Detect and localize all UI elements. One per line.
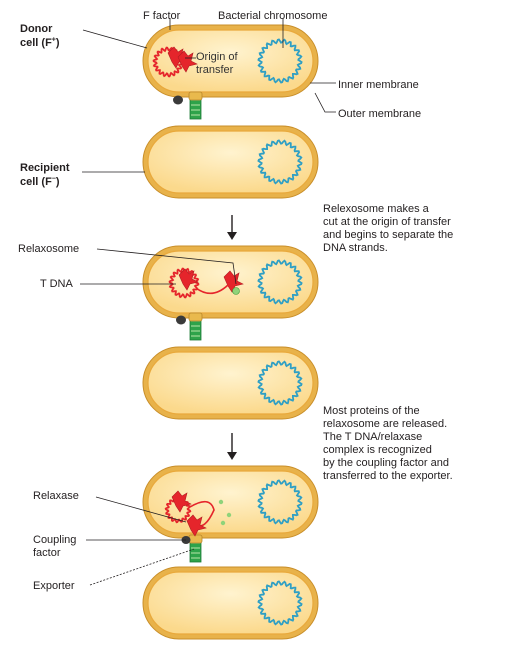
- overlay-layer: [80, 18, 336, 586]
- step2-caption: Relexosome makes a cut at the origin of …: [323, 203, 453, 255]
- step3-caption-line: by the coupling factor and: [323, 457, 449, 469]
- donor-leader: [82, 29, 148, 49]
- f-factor-plasmid-2: [168, 267, 200, 299]
- step2-caption-line: cut at the origin of transfer: [323, 216, 451, 228]
- protein-blob-2: [176, 315, 186, 325]
- relaxase-leader: [95, 496, 187, 523]
- bacterial-chromosome: [257, 139, 303, 185]
- inner-membrane-label: Inner membrane: [338, 79, 419, 91]
- relaxase-label: Relaxase: [33, 490, 79, 502]
- relaxosome-leader: [96, 248, 237, 285]
- origin-of-transfer-label: Origin of transfer: [196, 51, 238, 76]
- inner-membrane: [147, 29, 314, 93]
- step3-caption-line: Most proteins of the: [323, 405, 420, 417]
- step3-caption-line: transferred to the exporter.: [323, 470, 453, 482]
- released-protein-dot: [218, 499, 224, 505]
- coupling-factor-2: [188, 312, 203, 322]
- step2-caption-line: and begins to separate the: [323, 229, 454, 241]
- relaxosome-2: [178, 268, 199, 291]
- step2-caption-line: DNA strands.: [323, 242, 388, 254]
- relaxase-3a: [171, 490, 192, 513]
- recipient-cell-3: [142, 566, 319, 640]
- bacterial-chromosome: [257, 580, 303, 626]
- bacterial-chromosome: [257, 479, 303, 525]
- coupling-factor-1: [188, 91, 203, 101]
- cells-layer: [142, 24, 319, 640]
- donor-cell-1: [142, 24, 319, 98]
- step2-caption-line: Relexosome makes a: [323, 203, 429, 215]
- released-protein-dot: [220, 520, 226, 526]
- exporter-leader: [89, 548, 195, 586]
- released-protein-dot: [226, 512, 232, 518]
- coupling-factor-3: [188, 534, 203, 544]
- relaxase-3: [186, 514, 207, 537]
- recipient-cell-1: [142, 125, 319, 199]
- donor-label: Donor cell (F+): [20, 23, 60, 49]
- inner-membrane: [147, 130, 314, 194]
- protein-blob-1: [173, 95, 183, 105]
- inner-membrane: [147, 470, 314, 534]
- bacterial-chromosome-label: Bacterial chromosome: [218, 10, 328, 22]
- step-arrow-2: [227, 433, 237, 460]
- bacterial-chromosome: [257, 360, 303, 406]
- step3-caption-line: The T DNA/relaxase: [323, 431, 423, 443]
- coupling-factor-label: Coupling factor: [33, 534, 77, 559]
- step3-caption-line: complex is recognized: [323, 444, 432, 456]
- step3-caption: Most proteins of the relaxosome are rele…: [323, 405, 453, 483]
- recipient-cell-2: [142, 346, 319, 420]
- exporter-label: Exporter: [33, 580, 75, 592]
- released-protein: [232, 287, 240, 295]
- t-dna-strand-2: [195, 284, 229, 295]
- outer-membrane-label: Outer membrane: [338, 108, 422, 120]
- step3-caption-line: relaxosome are released.: [323, 418, 448, 430]
- bacterial-chromosome: [257, 259, 303, 305]
- t-dna-label: T DNA: [40, 278, 73, 290]
- bacterial-chromosome: [257, 38, 303, 84]
- relaxosome-1b: [177, 50, 198, 73]
- relaxosome-label: Relaxosome: [18, 243, 80, 255]
- relaxase-2: [223, 270, 244, 293]
- donor-cell-3: [142, 465, 319, 539]
- inner-membrane: [147, 571, 314, 635]
- recipient-label: Recipient cell (F−): [20, 162, 70, 188]
- inner-membrane: [147, 351, 314, 415]
- step-arrow-1: [227, 215, 237, 240]
- outer-membrane-leader: [314, 92, 336, 113]
- f-factor-label: F factor: [143, 10, 181, 22]
